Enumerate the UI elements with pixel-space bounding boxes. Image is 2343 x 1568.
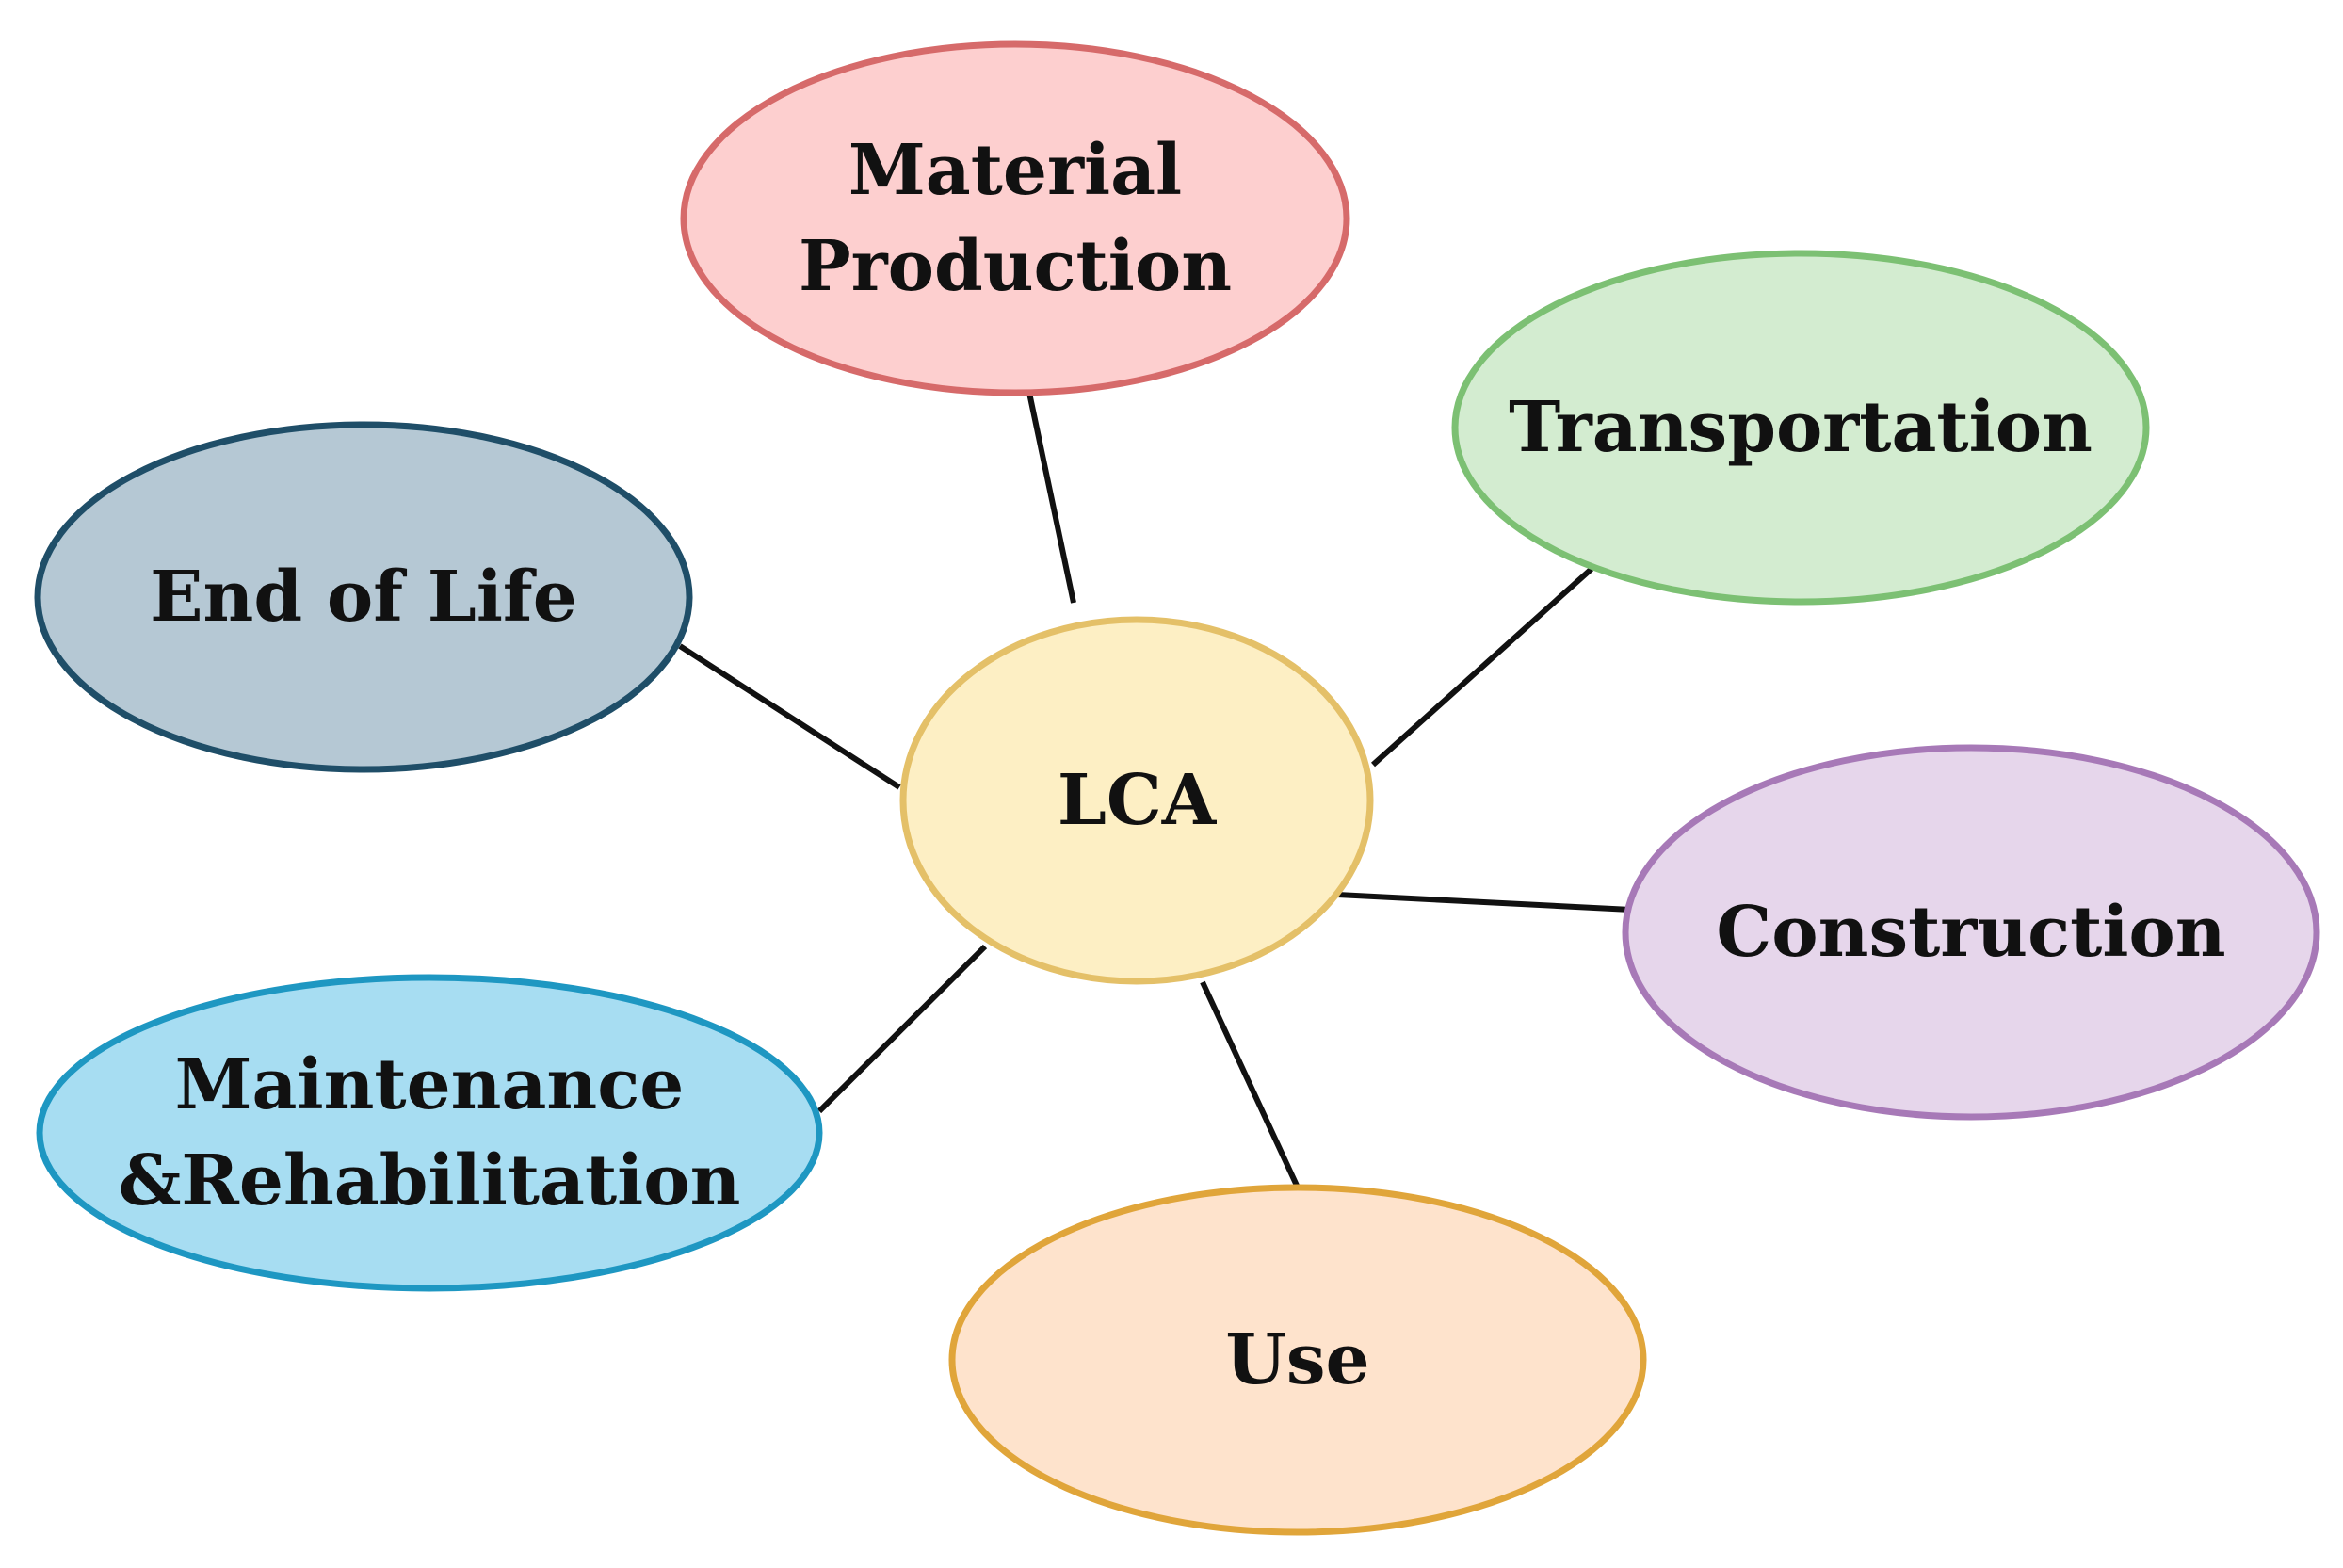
end-of-life-label-line: End of Life xyxy=(150,557,577,638)
connectors xyxy=(678,392,1632,1189)
end-of-life-ellipse xyxy=(34,421,693,773)
center-node: LCA xyxy=(899,616,1374,985)
maintenance-rehabilitation-label-line: &Rehabilitation xyxy=(119,1140,741,1221)
node-transportation: Transportation xyxy=(1451,250,2150,606)
connector-construction xyxy=(1336,892,1632,913)
use-ellipse xyxy=(948,1184,1647,1536)
maintenance-rehabilitation-ellipse xyxy=(36,974,823,1292)
node-use: Use xyxy=(948,1184,1647,1536)
connector-material-production xyxy=(1026,392,1076,604)
maintenance-rehabilitation-label-line: Maintenance xyxy=(175,1044,685,1125)
construction-ellipse xyxy=(1622,744,2320,1121)
connector-transportation xyxy=(1370,566,1594,768)
transportation-label-line: Transportation xyxy=(1509,387,2093,468)
connector-end-of-life xyxy=(678,643,901,790)
connector-maintenance-rehabilitation xyxy=(816,944,988,1114)
material-production-label-line: Production xyxy=(799,226,1232,307)
transportation-ellipse xyxy=(1451,250,2150,606)
material-production-ellipse xyxy=(680,40,1350,396)
use-label-line: Use xyxy=(1225,1319,1369,1400)
construction-label-line: Construction xyxy=(1716,892,2225,973)
material-production-label-line: Material xyxy=(848,130,1182,211)
node-construction: Construction xyxy=(1622,744,2320,1121)
node-end-of-life: End of Life xyxy=(34,421,693,773)
connector-use xyxy=(1200,980,1301,1189)
center-ellipse xyxy=(899,616,1374,985)
node-maintenance-rehabilitation: Maintenance&Rehabilitation xyxy=(36,974,823,1292)
nodes: MaterialProductionTransportationConstruc… xyxy=(34,40,2320,1536)
center-label: LCA xyxy=(1058,760,1218,841)
